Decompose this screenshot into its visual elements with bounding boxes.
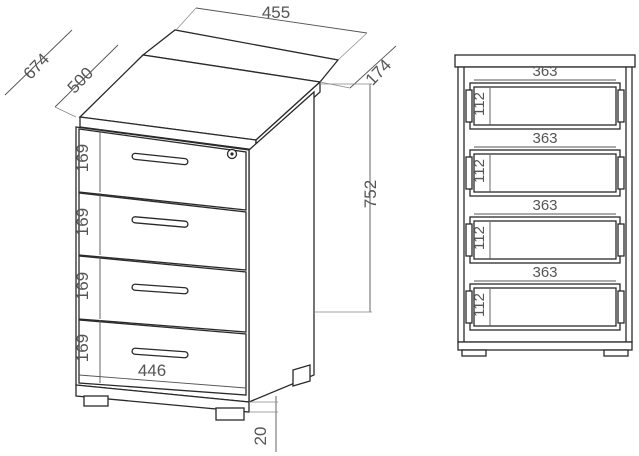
dim-inner-height-1: 112 — [471, 92, 488, 116]
lock-keyhole — [230, 152, 234, 156]
handle-4 — [131, 347, 189, 359]
dim-inner-width-4: 363 — [532, 264, 557, 281]
dim-inner-width-2: 363 — [532, 130, 557, 147]
dim-plinth-label: 20 — [251, 427, 270, 446]
handle-3 — [131, 283, 189, 295]
handle-1 — [131, 152, 189, 166]
dim-inner-width-3: 363 — [532, 197, 557, 214]
section-drawer-3 — [465, 216, 625, 264]
handle-2 — [131, 216, 189, 228]
cabinet-perspective-view — [75, 29, 340, 421]
dim-drawer-1-height: 169 — [73, 144, 92, 172]
dim-height-label: 752 — [361, 180, 380, 208]
dim-width-label: 455 — [262, 3, 290, 22]
drawer-3 — [78, 255, 247, 333]
section-drawer-2 — [465, 149, 625, 197]
section-dimensions: 363 363 363 363 112 112 112 112 — [471, 63, 616, 326]
drawer-handles — [131, 152, 189, 359]
section-base — [457, 341, 633, 351]
dim-inner-height-3: 112 — [471, 226, 488, 250]
dim-drawer-4-height: 169 — [73, 334, 92, 362]
foot-front-left — [83, 395, 109, 407]
section-foot-left — [461, 349, 487, 357]
foot-rear — [292, 364, 311, 387]
drawer-1 — [78, 128, 247, 211]
section-foot-right — [603, 349, 629, 357]
foot-front-right — [215, 407, 245, 421]
dim-inner-width-1: 363 — [532, 63, 557, 80]
cabinet-front-section-view — [454, 54, 636, 357]
dim-drawer-2-height: 169 — [73, 208, 92, 236]
dim-front-width-label: 446 — [138, 361, 166, 380]
drawer-4 — [78, 319, 247, 396]
dim-drawer-3-height: 169 — [73, 272, 92, 300]
dim-inner-height-2: 112 — [471, 159, 488, 183]
section-drawer-1 — [465, 82, 625, 130]
dim-inner-height-4: 112 — [471, 293, 488, 317]
dim-top-depth-label: 500 — [64, 64, 97, 98]
section-drawer-4 — [465, 283, 625, 331]
dim-total-depth-label: 674 — [20, 50, 53, 84]
drawer-2 — [78, 192, 247, 271]
